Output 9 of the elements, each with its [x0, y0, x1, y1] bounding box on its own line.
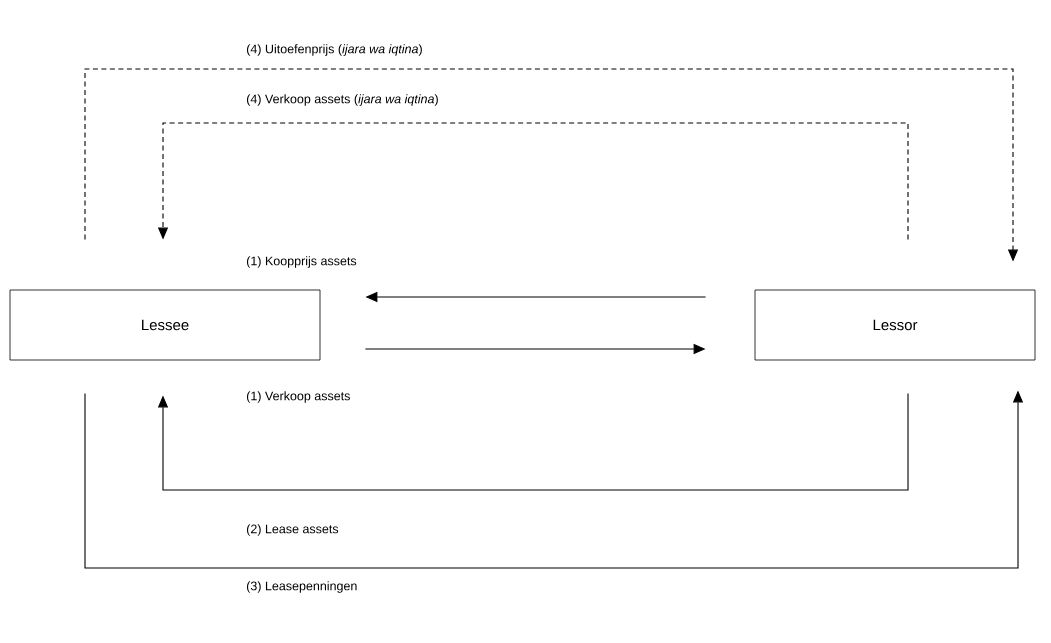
edge-label: (2) Lease assets	[246, 524, 339, 536]
entity-box: Lessee	[9, 289, 321, 361]
edge-label: (4) Uitoefenprijs (ijara wa iqtina)	[246, 44, 422, 56]
entity-box: Lessor	[754, 289, 1036, 361]
arrow	[157, 392, 909, 491]
edge-label: (3) Leasepenningen	[246, 581, 357, 593]
edge-label: (1) Verkoop assets	[246, 391, 350, 403]
edge-label: (4) Verkoop assets (ijara wa iqtina)	[246, 94, 438, 106]
edge-label: (1) Koopprijs assets	[246, 256, 357, 268]
